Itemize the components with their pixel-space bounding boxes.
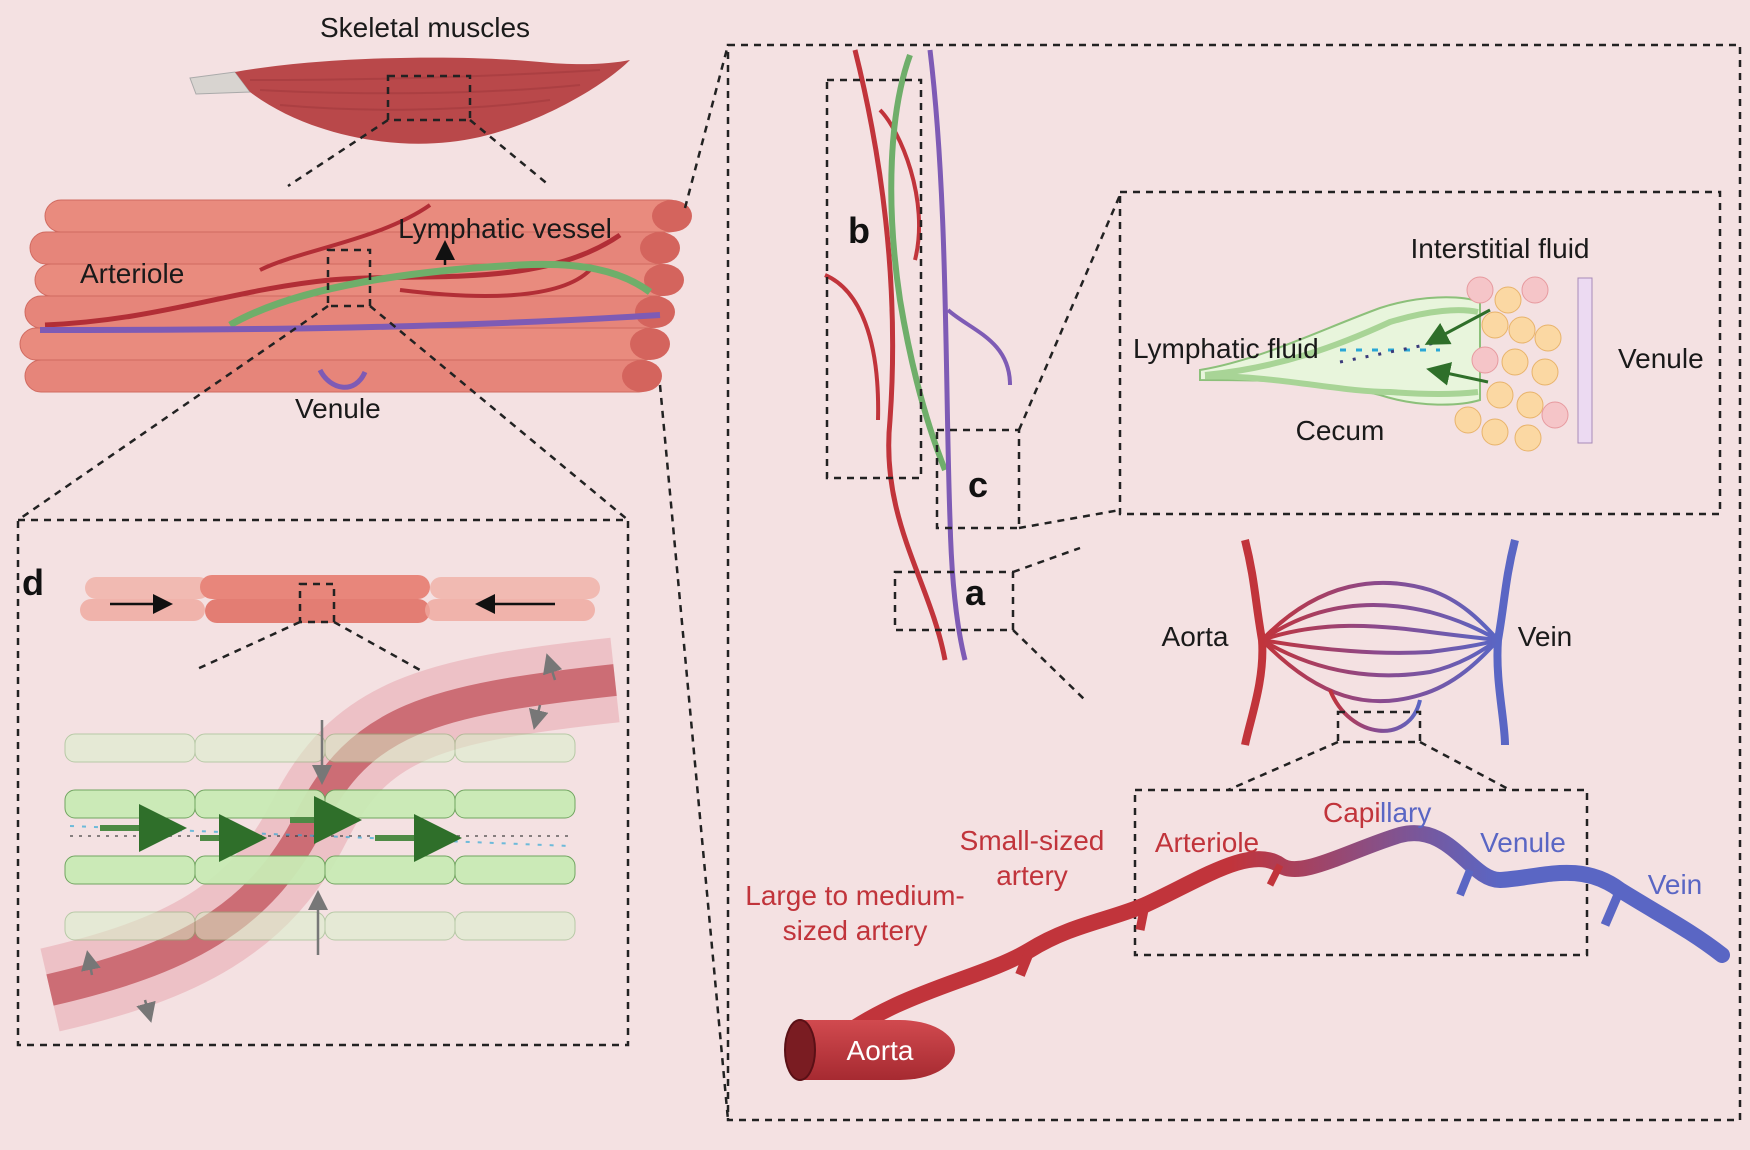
- panel-d-box: [16, 518, 630, 1047]
- capillary-label-part-b: llary: [1380, 797, 1431, 828]
- zoom-line: [683, 44, 730, 209]
- capillary-label-part-a: Capi: [1323, 797, 1381, 828]
- aorta-network-label: Aorta: [1162, 621, 1229, 652]
- zoom-line: [1227, 740, 1339, 792]
- capillary-zoom-box: [1336, 710, 1422, 744]
- vein-seq-label: Vein: [1648, 869, 1703, 900]
- skeletal-muscles-label: Skeletal muscles: [320, 12, 530, 43]
- panel-b-box: [825, 78, 923, 480]
- zoom-line: [17, 304, 329, 522]
- large-artery-label-2: sized artery: [783, 915, 928, 946]
- zoom-line: [1017, 194, 1122, 431]
- lymph-flow-arrows: [100, 796, 462, 862]
- panel-c-detail-box: [1118, 190, 1722, 516]
- arteriole-branch: [878, 108, 921, 261]
- zoom-line: [333, 620, 421, 672]
- zoom-line: [369, 305, 629, 521]
- arteriole-branch: [824, 273, 881, 421]
- contracting-fiber-icon: [80, 575, 600, 623]
- zoom-line: [1012, 629, 1086, 701]
- panel-b-label: b: [848, 210, 870, 251]
- zoom-line: [1012, 546, 1081, 574]
- zoom-line: [1419, 740, 1511, 792]
- zoom-line: [658, 384, 730, 1121]
- interstitial-fluid-label: Interstitial fluid: [1411, 233, 1590, 264]
- small-artery-label-1: Small-sized: [960, 825, 1105, 856]
- arteriole-seq-label: Arteriole: [1155, 827, 1259, 858]
- arteriole-label: Arteriole: [80, 258, 184, 289]
- aorta-tube-label: Aorta: [847, 1035, 914, 1066]
- vascular-panel-box: [726, 43, 1742, 1122]
- zoom-line: [469, 119, 551, 187]
- lymphatic-fluid-label: Lymphatic fluid: [1133, 333, 1319, 364]
- zoom-line: [194, 620, 301, 672]
- zoom-line: [1018, 508, 1121, 530]
- fiber-zoom-box: [326, 248, 372, 308]
- panel-c-label: c: [968, 464, 988, 505]
- arteriole-vessel: [852, 49, 948, 661]
- venule-seq-label: Venule: [1480, 827, 1566, 858]
- panel-d-label: d: [22, 562, 44, 603]
- fiber-detail-box: [298, 582, 336, 624]
- vessel-sequence: [784, 825, 1730, 1081]
- lymphatic-vessel-label: Lymphatic vessel: [398, 213, 612, 244]
- zoom-line: [287, 118, 389, 188]
- cecum-label: Cecum: [1296, 415, 1385, 446]
- muscle-fiber-bundle-icon: [19, 199, 692, 393]
- filtration-arrows: [81, 653, 563, 1023]
- lymphatic-capillary: [888, 53, 948, 472]
- small-artery-label-2: artery: [996, 860, 1068, 891]
- panel-a-box: [893, 570, 1015, 632]
- lymphatic-cecum-icon: [1199, 276, 1593, 452]
- muscle-zoom-box: [386, 74, 472, 122]
- panel-a-label: a: [965, 572, 986, 613]
- venule-c-label: Venule: [1618, 343, 1704, 374]
- venule-branch: [946, 308, 1012, 386]
- panel-c-box: [935, 428, 1021, 530]
- skeletal-muscle-icon: [189, 57, 630, 144]
- venule-label: Venule: [295, 393, 381, 424]
- lymphatic-endothelial-cells: [64, 733, 576, 941]
- blood-vessel-network-icon: [1241, 539, 1519, 746]
- large-artery-label-1: Large to medium-: [745, 880, 964, 911]
- vein-network-label: Vein: [1518, 621, 1573, 652]
- venule-vessel: [927, 49, 968, 661]
